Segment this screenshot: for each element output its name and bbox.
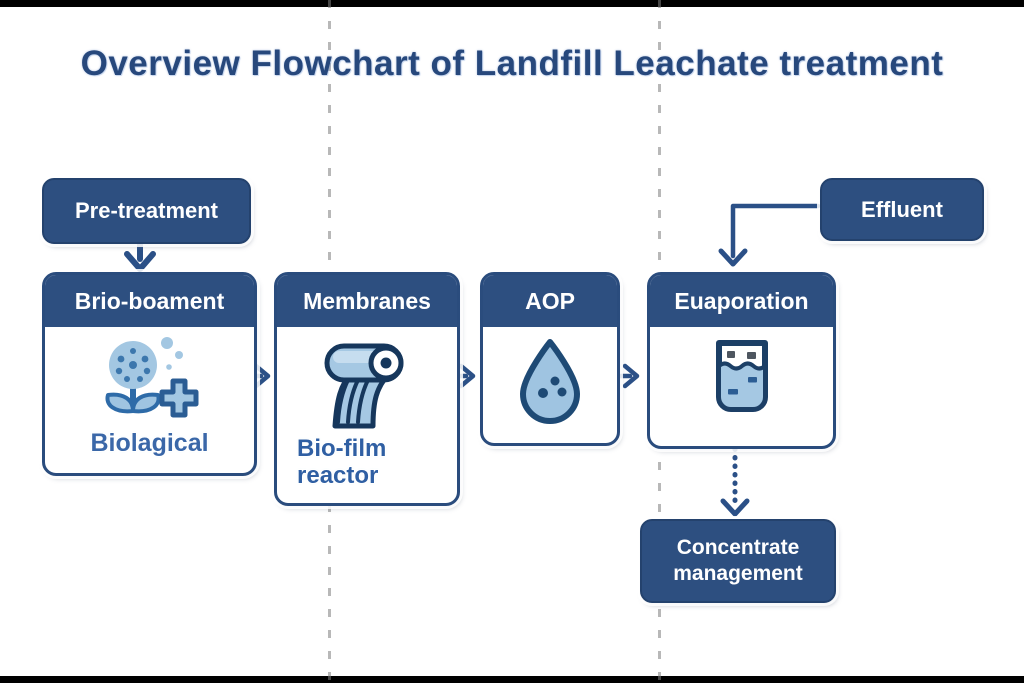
node-evaporation-header: Euaporation (650, 275, 833, 330)
arrow-evaporation-to-concentrate (720, 446, 750, 517)
node-membranes-sublabel: Bio-film reactor (297, 435, 387, 489)
top-black-bar (0, 0, 1024, 7)
node-aop: AOP (480, 272, 620, 446)
node-evaporation: Euaporation (647, 272, 836, 449)
node-pre-treatment: Pre-treatment (42, 178, 251, 244)
microbe-flower-icon (104, 337, 198, 418)
node-membranes: Membranes Bio-film reactor (274, 272, 460, 506)
node-concentrate-management: Concentrate management (640, 519, 836, 603)
arrow-effluent-to-evaporation (718, 203, 821, 267)
node-bio-treatment-sublabel: Biolagical (90, 429, 209, 457)
beaker-icon (715, 340, 768, 412)
node-bio-treatment: Brio-boament (42, 272, 257, 476)
node-effluent-label: Effluent (861, 196, 943, 222)
bottom-black-bar (0, 676, 1024, 683)
node-aop-header: AOP (483, 275, 617, 330)
node-concentrate-management-label: Concentrate management (673, 535, 803, 585)
water-drop-icon (520, 339, 580, 424)
arrow-pretreatment-to-biotreatment (124, 238, 156, 272)
membrane-roll-icon (324, 343, 404, 429)
node-bio-treatment-header: Brio-boament (45, 275, 254, 330)
node-pre-treatment-label: Pre-treatment (74, 198, 219, 223)
node-membranes-header: Membranes (277, 275, 457, 330)
node-effluent: Effluent (820, 178, 984, 241)
page-title: Overview Flowchart of Landfill Leachate … (80, 44, 944, 83)
